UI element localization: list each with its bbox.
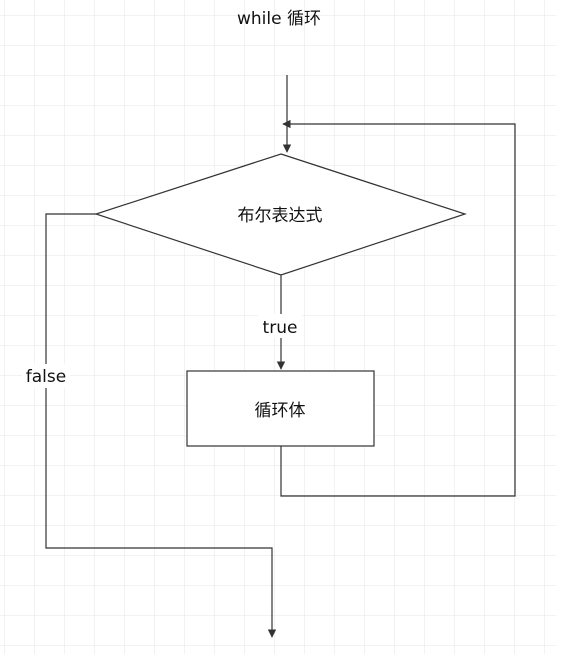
diagram-title: while 循环 — [237, 9, 321, 29]
false-label-background — [22, 364, 70, 388]
loop-back-edge — [280, 119, 516, 497]
true-label: true — [263, 318, 298, 338]
false-edge — [45, 213, 277, 638]
true-label-background — [258, 314, 302, 338]
condition-label: 布尔表达式 — [238, 206, 323, 226]
loop-body-box[interactable] — [186, 370, 375, 447]
loop-body-label: 循环体 — [255, 401, 306, 421]
false-label: false — [26, 367, 66, 387]
